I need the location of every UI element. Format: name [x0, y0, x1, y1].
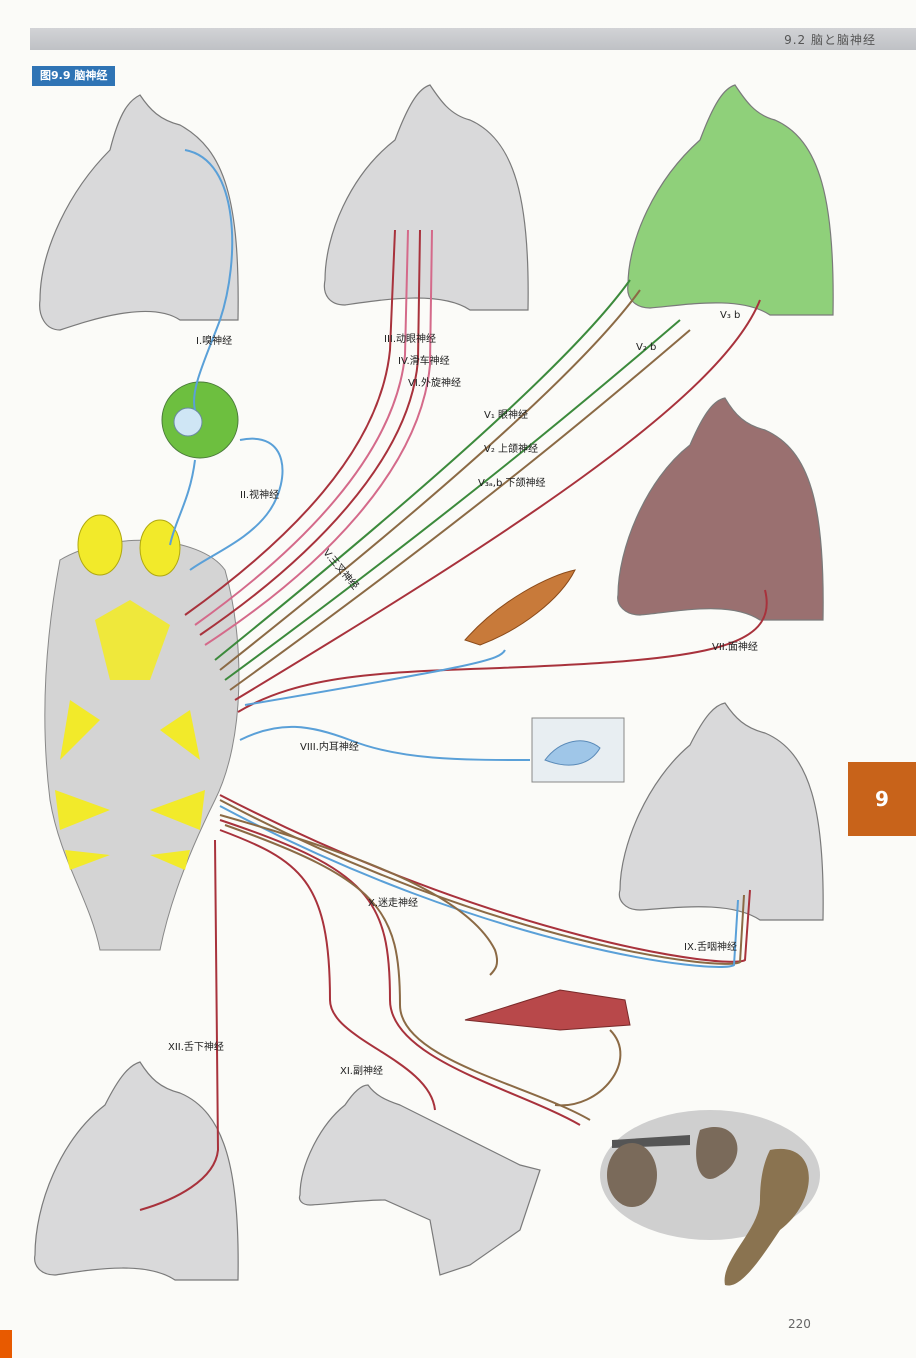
label-vestibulocochlear-nerve: VIII.内耳神经 [300, 738, 359, 753]
mandible-bone-illustration [465, 570, 575, 645]
page-number: 220 [788, 1317, 811, 1331]
label-oculomotor-nerve: III.动眼神经 [384, 330, 436, 345]
brain-ventral-view [45, 515, 239, 950]
label-vagus-nerve: X.迷走神经 [368, 894, 418, 909]
label-facial-nerve: VII.面神经 [712, 638, 758, 653]
heart-illustration [607, 1143, 657, 1207]
label-glossopharyngeal-nerve: IX.舌咽神经 [684, 938, 737, 953]
corner-accent [0, 1330, 12, 1358]
label-optic-nerve: II.视神经 [240, 486, 279, 501]
label-mandibular-nerve: V₃ₐ,b 下颌神经 [478, 474, 545, 489]
label-accessory-nerve: XI.副神经 [340, 1062, 383, 1077]
horse-head-glossopharyngeal [619, 703, 823, 920]
label-hypoglossal-nerve: XII.舌下神经 [168, 1038, 224, 1053]
horse-head-oculomotor [324, 85, 528, 310]
larynx-illustration [465, 990, 630, 1030]
horse-head-olfactory [40, 95, 239, 330]
label-v2b: V₂ b [636, 342, 656, 353]
label-ophthalmic-nerve: V₁ 眼神经 [484, 406, 528, 421]
chapter-tab: 9 [848, 762, 916, 836]
horse-head-facial [618, 398, 823, 620]
label-olfactory-nerve: I.嗅神经 [196, 332, 232, 347]
horse-head-accessory [299, 1085, 540, 1275]
horse-head-hypoglossal [35, 1062, 239, 1280]
label-abducens-nerve: VI.外旋神经 [408, 374, 461, 389]
label-trochlear-nerve: IV.滑车神经 [398, 352, 450, 367]
label-v3b: V₃ b [720, 310, 740, 321]
horse-head-trigeminal [628, 85, 833, 315]
label-maxillary-nerve: V₂ 上颌神经 [484, 440, 538, 455]
